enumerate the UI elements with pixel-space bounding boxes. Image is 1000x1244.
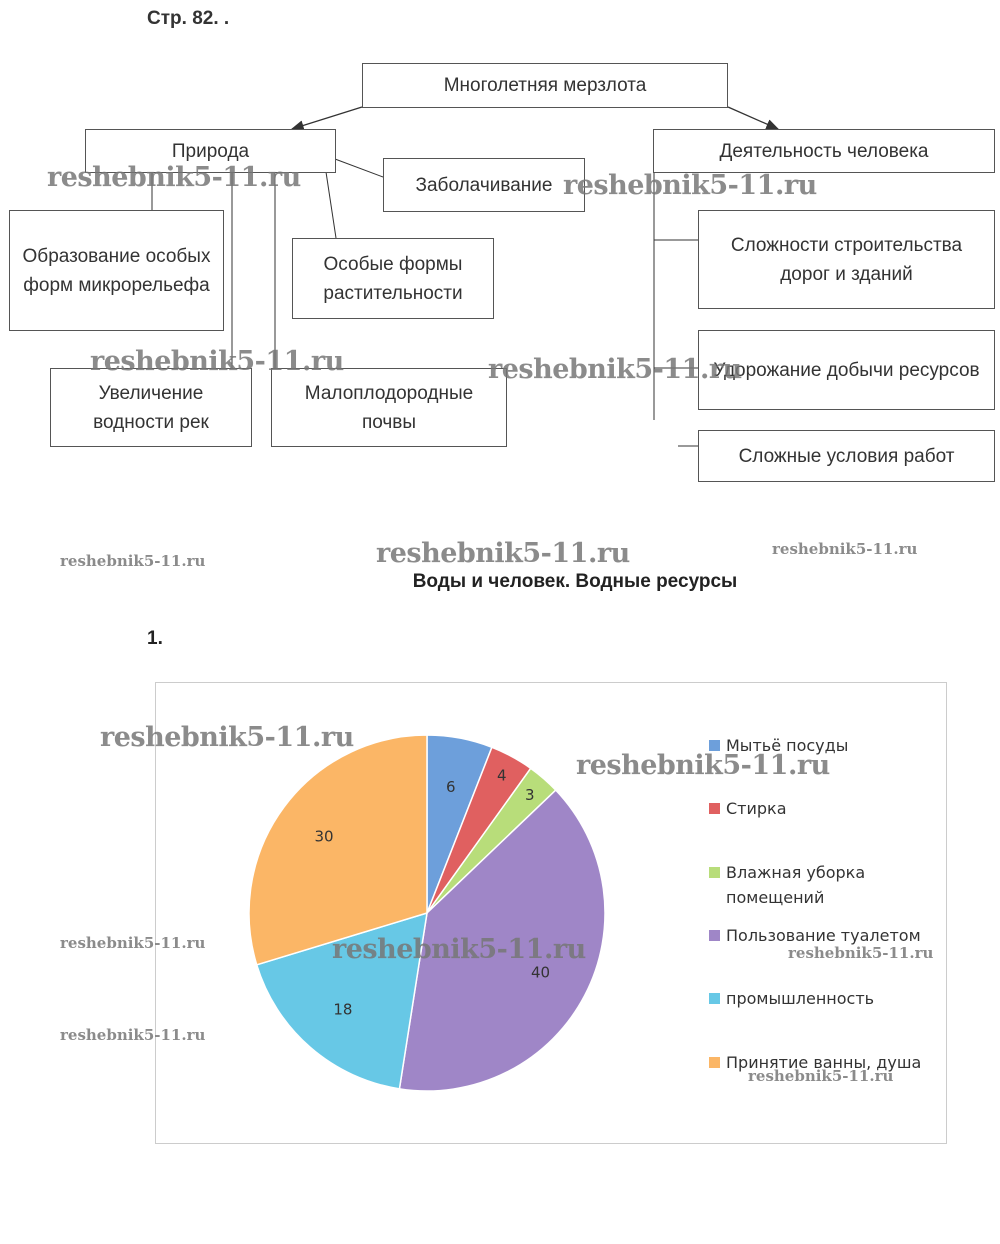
watermark: reshebnik5-11.ru (60, 934, 206, 952)
legend-swatch (709, 1057, 720, 1068)
legend-label: Принятие ванны, душа (726, 1053, 922, 1072)
legend-swatch (709, 803, 720, 814)
watermark: reshebnik5-11.ru (488, 354, 742, 385)
legend-label: Пользование туалетом (726, 926, 921, 945)
node-rivers: Увеличение водности рек (50, 368, 252, 447)
legend-label: Мытьё посуды (726, 736, 849, 755)
watermark: reshebnik5-11.ru (772, 540, 918, 558)
section-title: Воды и человек. Водные ресурсы (412, 571, 738, 592)
watermark: reshebnik5-11.ru (90, 346, 344, 377)
legend-swatch (709, 867, 720, 878)
watermark: reshebnik5-11.ru (60, 552, 206, 570)
legend-item: Стирка (709, 796, 787, 821)
node-construction: Сложности строительства дорог и зданий (698, 210, 995, 309)
page-reference: Стр. 82. . (147, 8, 230, 29)
watermark: reshebnik5-11.ru (60, 1026, 206, 1044)
diagram-connectors (151, 106, 780, 447)
arrow-to-human (727, 106, 780, 130)
watermark: reshebnik5-11.ru (376, 538, 630, 569)
line-swamping (334, 158, 384, 178)
node-mining: Удорожание добычи ресурсов (698, 330, 995, 410)
pie-data-label: 6 (446, 778, 456, 796)
legend-item: Принятие ванны, душа (709, 1050, 921, 1075)
task-number: 1. (147, 628, 163, 649)
legend-label: промышленность (726, 989, 875, 1008)
pie-slice (248, 734, 428, 966)
watermark: reshebnik5-11.ru (563, 170, 817, 201)
legend-swatch (709, 993, 720, 1004)
pie-data-label: 30 (314, 828, 333, 846)
node-human: Деятельность человека (653, 129, 995, 173)
legend-item: Мытьё посуды (709, 733, 848, 758)
node-work: Сложные условия работ (698, 430, 995, 482)
node-nature: Природа (85, 129, 336, 173)
watermark: reshebnik5-11.ru (100, 722, 354, 753)
legend-swatch (709, 740, 720, 751)
watermark: reshebnik5-11.ru (748, 1067, 894, 1085)
arrow-to-nature (290, 106, 363, 131)
watermark: reshebnik5-11.ru (47, 162, 301, 193)
node-vegetation: Особые формы растительности (292, 238, 494, 319)
watermark: reshebnik5-11.ru (576, 750, 830, 781)
chart-frame (155, 682, 947, 1144)
watermark: reshebnik5-11.ru (788, 944, 934, 962)
pie-data-label: 3 (525, 786, 535, 804)
node-swamping: Заболачивание (383, 158, 585, 212)
pie-data-label: 40 (531, 963, 550, 981)
node-soils: Малоплодородные почвы (271, 368, 507, 447)
legend-item: промышленность (709, 986, 874, 1011)
pie-data-label: 4 (497, 766, 507, 784)
node-microrelief: Образование особых форм микрорельефа (9, 210, 224, 331)
pie-data-label: 18 (333, 1001, 352, 1019)
pie-slice (398, 789, 606, 1092)
line-vegetation (325, 171, 337, 239)
watermark: reshebnik5-11.ru (332, 934, 586, 965)
legend-swatch (709, 930, 720, 941)
node-root: Многолетняя мерзлота (362, 63, 728, 108)
legend-item: Пользование туалетом (709, 923, 921, 948)
pie-slice (255, 911, 428, 1090)
legend-label: Стирка (726, 799, 787, 818)
